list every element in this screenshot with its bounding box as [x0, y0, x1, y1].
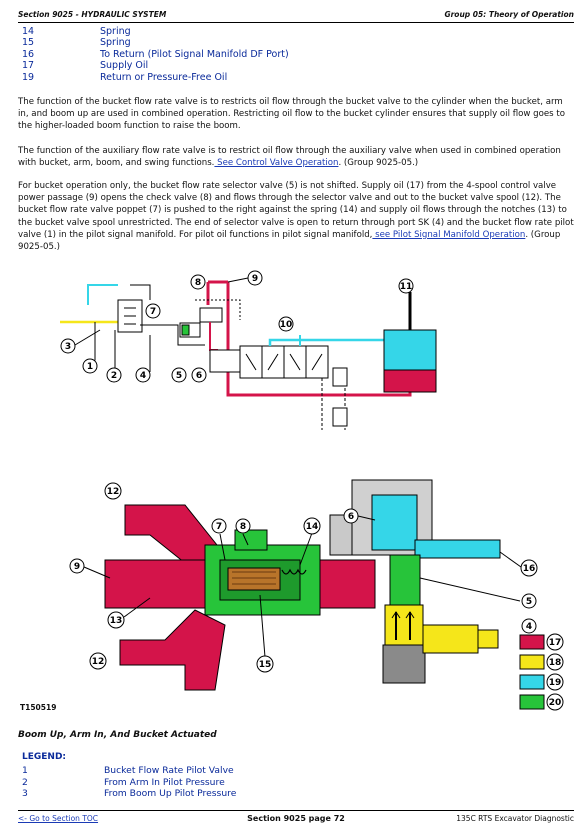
svg-text:13: 13: [110, 616, 123, 626]
svg-text:9: 9: [74, 562, 80, 572]
svg-text:4: 4: [526, 622, 532, 632]
svg-text:15: 15: [259, 660, 272, 670]
svg-text:18: 18: [549, 658, 562, 668]
oil-color-key: [519, 634, 545, 710]
svg-text:6: 6: [196, 371, 202, 381]
svg-text:8: 8: [195, 278, 201, 288]
page-header: Section 9025 - HYDRAULIC SYSTEM Group 05…: [18, 8, 574, 23]
callout-11: 11: [398, 278, 414, 294]
figure-id: T150519: [20, 703, 57, 712]
callout-10: 10: [278, 316, 294, 332]
paragraph-auxiliary-flow-rate: The function of the auxiliary flow rate …: [18, 146, 561, 169]
callout-7-sect: 7: [211, 518, 227, 561]
svg-text:8: 8: [240, 522, 246, 532]
svg-text:2: 2: [111, 371, 117, 381]
page-number: Section 9025 page 72: [247, 814, 345, 823]
svg-text:1: 1: [87, 362, 93, 372]
paragraph-bucket-operation: For bucket operation only, the bucket fl…: [18, 181, 574, 253]
pilot-signal-manifold-link[interactable]: see Pilot Signal Manifold Operation: [372, 229, 526, 240]
callout-19: 19: [546, 673, 564, 691]
callout-13: 13: [107, 597, 151, 629]
callout-2: 2: [106, 367, 122, 383]
svg-text:17: 17: [549, 638, 562, 648]
callout-17: 17: [546, 633, 564, 651]
group-title: Group 05: Theory of Operation: [444, 10, 574, 19]
svg-text:5: 5: [176, 371, 182, 381]
svg-text:7: 7: [150, 307, 156, 317]
svg-text:20: 20: [549, 698, 562, 708]
callout-5: 5: [171, 367, 187, 383]
callout-7: 7: [145, 303, 161, 319]
return-oil-swatch: [519, 674, 545, 690]
svg-text:9: 9: [252, 274, 258, 284]
callout-16: 16: [499, 551, 538, 577]
callout-4-sect: 4: [521, 618, 537, 634]
callout-20: 20: [546, 693, 564, 711]
callout-4: 4: [135, 367, 151, 383]
svg-text:14: 14: [306, 522, 319, 532]
callout-5-sect: 5: [419, 577, 537, 609]
callout-6: 6: [191, 367, 207, 383]
callout-8-sect: 8: [235, 518, 251, 546]
svg-text:10: 10: [280, 320, 293, 330]
callout-12-lower: 12: [89, 652, 107, 670]
svg-text:6: 6: [348, 512, 354, 522]
callout-15: 15: [256, 594, 274, 673]
svg-text:12: 12: [92, 657, 105, 667]
svg-text:3: 3: [65, 342, 71, 352]
callouts: 1 2 3 4 5 6 7 8 9 10 11 12 7 8 14 6 9 13…: [60, 270, 564, 711]
callout-9-sect: 9: [69, 558, 111, 579]
paragraph-bucket-flow-rate: The function of the bucket flow rate val…: [18, 97, 565, 132]
callout-3: 3: [60, 329, 101, 354]
section-title: Section 9025 - HYDRAULIC SYSTEM: [18, 10, 167, 19]
green-oil-swatch: [519, 694, 545, 710]
callout-8: 8: [190, 274, 206, 290]
callout-1: 1: [82, 358, 98, 374]
legend-title: LEGEND:: [22, 752, 67, 762]
svg-text:5: 5: [526, 597, 532, 607]
schematic: [60, 280, 437, 430]
svg-text:4: 4: [140, 371, 146, 381]
section-toc-link[interactable]: <- Go to Section TOC: [18, 814, 99, 823]
control-valve-operation-link[interactable]: See Control Valve Operation: [214, 158, 339, 169]
callout-12-upper: 12: [104, 482, 122, 500]
supply-oil-swatch: [519, 634, 545, 650]
callout-9: 9: [227, 270, 263, 286]
hydraulic-diagram: 1 2 3 4 5 6 7 8 9 10 11 12 7 8 14 6 9 13…: [60, 270, 564, 711]
figure-caption: Boom Up, Arm In, And Bucket Actuated: [18, 730, 217, 740]
sectional-view: [104, 479, 501, 691]
yellow-oil-swatch: [519, 654, 545, 670]
svg-text:19: 19: [549, 678, 562, 688]
svg-text:7: 7: [216, 522, 222, 532]
svg-text:12: 12: [107, 487, 120, 497]
callout-18: 18: [546, 653, 564, 671]
svg-text:16: 16: [523, 564, 536, 574]
page-footer: <- Go to Section TOC Section 9025 page 7…: [18, 810, 574, 827]
document-title: 135C RTS Excavator Diagnostic: [456, 814, 574, 823]
svg-text:11: 11: [400, 282, 413, 292]
callout-6-sect: 6: [343, 508, 376, 524]
callout-14: 14: [299, 517, 321, 566]
